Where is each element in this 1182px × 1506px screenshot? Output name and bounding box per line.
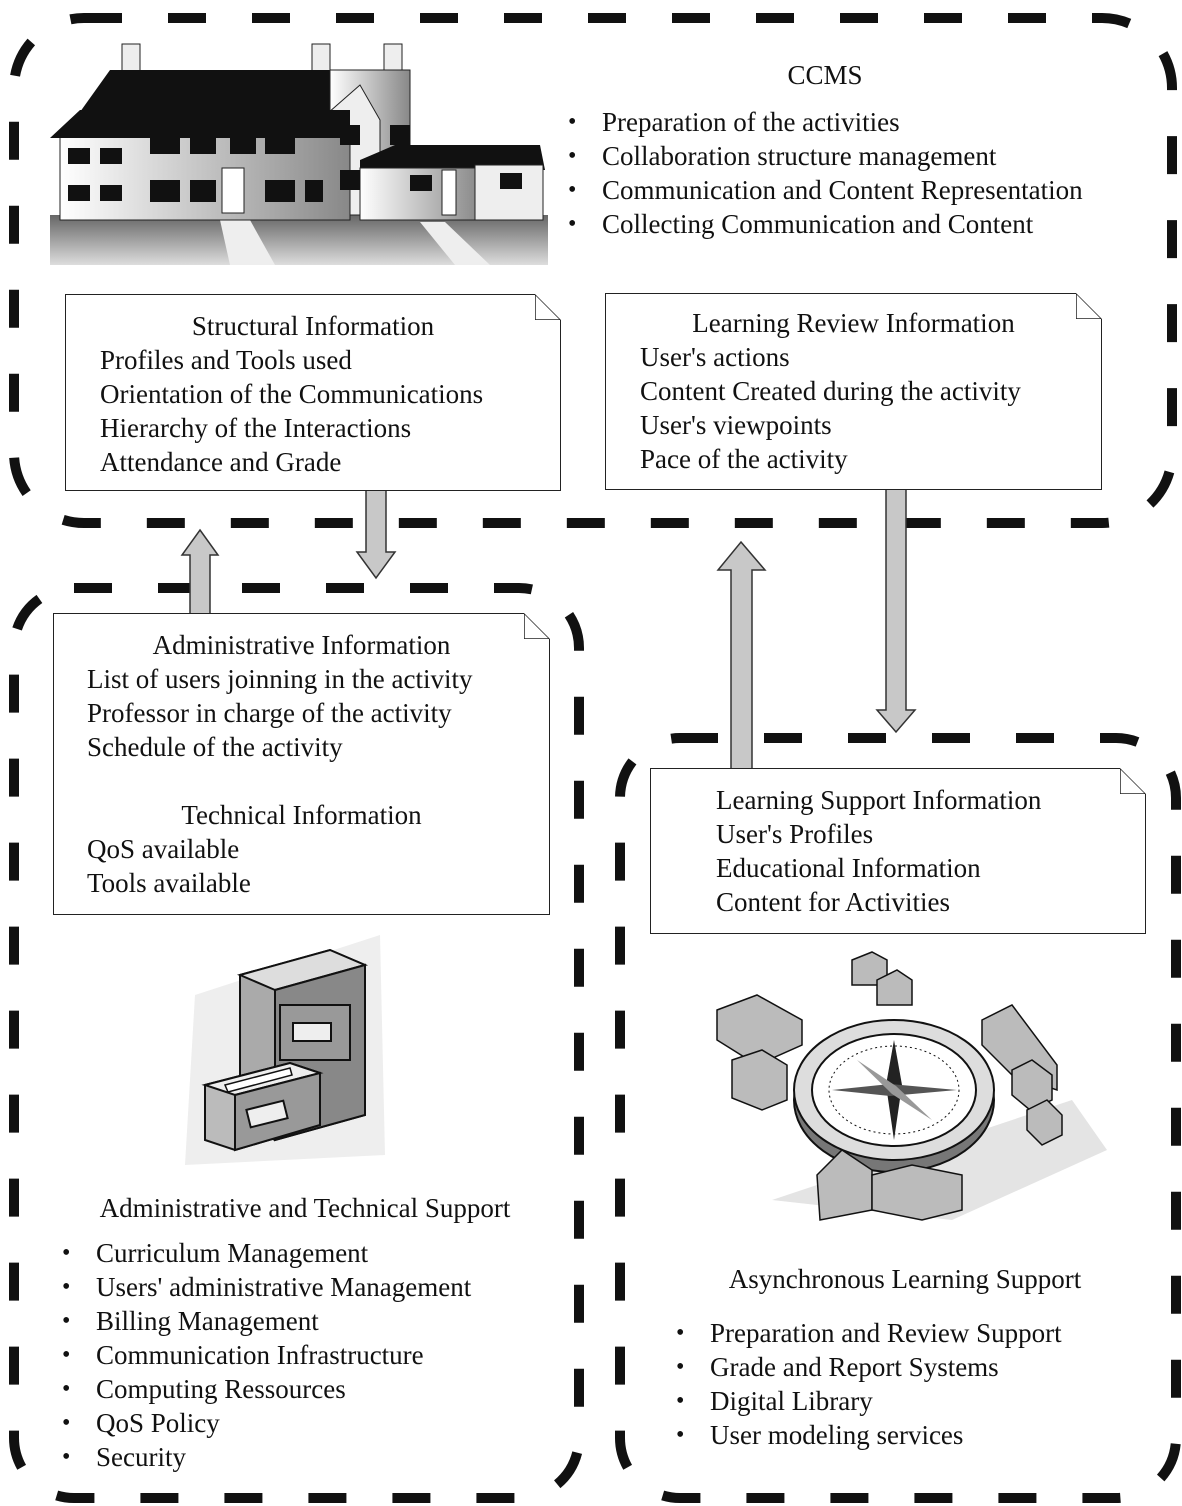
note-fold-icon (1120, 768, 1146, 794)
admin-support-title: Administrative and Technical Support (99, 1193, 511, 1223)
structural-line: Hierarchy of the Interactions (100, 413, 412, 443)
administrative-information-title: Administrative Information (152, 630, 451, 660)
technical-line: QoS available (87, 834, 240, 864)
compass-village-icon (712, 950, 1112, 1250)
structural-information-title: Structural Information (191, 311, 435, 341)
arrow-down-async (875, 475, 917, 734)
learning-review-title: Learning Review Information (692, 308, 1015, 338)
learning-review-line: User's viewpoints (640, 410, 832, 440)
learning-review-information-note: Learning Review Information User's actio… (605, 293, 1102, 490)
learning-support-line: Educational Information (716, 853, 981, 883)
ccms-item: Collecting Communication and Content (568, 207, 1083, 241)
admin-support-list: Curriculum Management Users' administrat… (62, 1236, 471, 1474)
structural-line: Attendance and Grade (100, 447, 342, 477)
structural-line: Profiles and Tools used (100, 345, 352, 375)
filing-cabinet-icon (180, 935, 390, 1170)
async-support-item: Grade and Report Systems (676, 1350, 1062, 1384)
technical-information-title: Technical Information (181, 800, 422, 830)
ccms-list: Preparation of the activities Collaborat… (568, 105, 1083, 241)
administrative-line: Schedule of the activity (87, 732, 343, 762)
arrow-up-admin (180, 528, 220, 626)
async-support-list: Preparation and Review Support Grade and… (676, 1316, 1062, 1452)
administrative-line: List of users joinning in the activity (87, 664, 473, 694)
arrow-up-async (716, 540, 767, 779)
learning-support-information-note: Learning Support Information User's Prof… (650, 768, 1146, 934)
admin-support-item: Computing Ressources (62, 1372, 471, 1406)
admin-support-item: Users' administrative Management (62, 1270, 471, 1304)
technical-line: Tools available (87, 868, 251, 898)
learning-support-line: Content for Activities (716, 887, 950, 917)
administrative-information-note: Administrative Information List of users… (53, 613, 550, 915)
admin-support-item: Security (62, 1440, 471, 1474)
ccms-item: Collaboration structure management (568, 139, 1083, 173)
learning-review-line: User's actions (640, 342, 790, 372)
async-support-item: User modeling services (676, 1418, 1062, 1452)
async-support-item: Preparation and Review Support (676, 1316, 1062, 1350)
note-fold-icon (1076, 293, 1102, 319)
learning-support-line: User's Profiles (716, 819, 874, 849)
admin-support-item: Curriculum Management (62, 1236, 471, 1270)
admin-support-item: Communication Infrastructure (62, 1338, 471, 1372)
note-fold-icon (535, 294, 561, 320)
arrow-down-admin (355, 477, 397, 580)
learning-review-line: Content Created during the activity (640, 376, 1021, 406)
structural-information-note: Structural Information Profiles and Tool… (65, 294, 561, 491)
administrative-line: Professor in charge of the activity (87, 698, 452, 728)
structural-line: Orientation of the Communications (100, 379, 484, 409)
admin-support-item: Billing Management (62, 1304, 471, 1338)
note-fold-icon (524, 613, 550, 639)
async-support-item: Digital Library (676, 1384, 1062, 1418)
ccms-title: CCMS (787, 60, 863, 90)
async-support-title: Asynchronous Learning Support (728, 1264, 1082, 1294)
house-icon (50, 40, 548, 265)
learning-support-line: Learning Support Information (716, 785, 1042, 815)
admin-support-item: QoS Policy (62, 1406, 471, 1440)
ccms-item: Communication and Content Representation (568, 173, 1083, 207)
learning-review-line: Pace of the activity (640, 444, 848, 474)
ccms-item: Preparation of the activities (568, 105, 1083, 139)
